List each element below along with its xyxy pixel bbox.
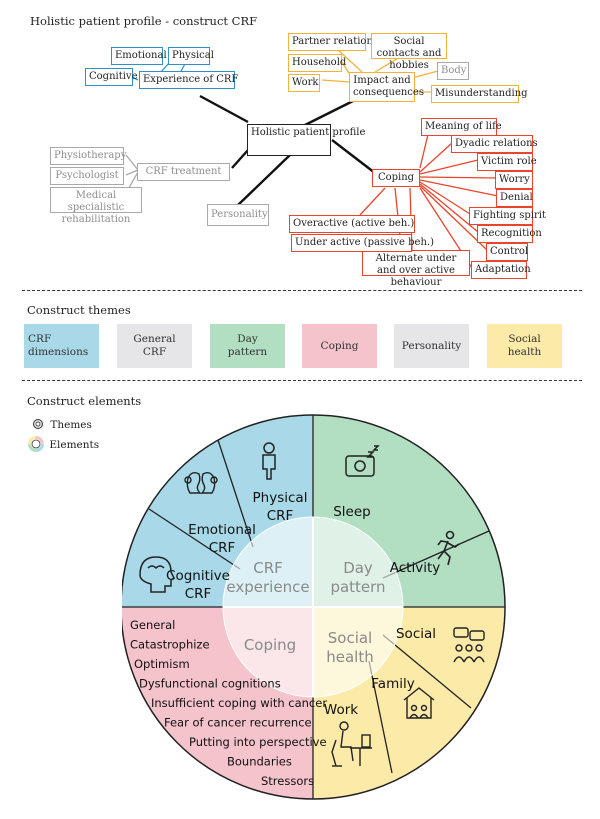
legend-themes: Themes [32,418,92,431]
coping-element-4: Dysfunctional cognitions [139,677,281,691]
impact-partner: Partner relation [288,33,373,51]
inner-coping-label: Coping [244,636,296,654]
themes-heading: Construct themes [27,303,131,317]
inner-crf-label-2: experience [226,578,309,596]
treatment-physio: Physiotherapy [50,147,126,165]
inner-social-label: Social [328,629,372,647]
coping-alternate: Alternate under and over active behaviou… [362,250,470,288]
element-physical-crf: Physical [253,490,308,506]
element-cognitive-crf: Cognitive [166,568,230,584]
personality-node: Personality [207,204,269,226]
coping-element-1: General [130,618,175,632]
group-icon [453,627,485,663]
theme-day-pattern: Day pattern [210,324,285,368]
coping-adaptation: Adaptation [471,261,531,279]
themes-legend-icon [33,419,43,429]
head-icon [139,556,175,593]
coping-fighting: Fighting spirit [469,207,546,225]
person-icon [262,442,276,480]
treatment-node: CRF treatment [137,163,230,181]
element-family: Family [371,676,414,692]
house-family-icon [403,687,435,719]
element-work: Work [324,702,358,718]
coping-denial: Denial [496,189,533,207]
element-social: Social [396,626,436,642]
sleep-icon [345,445,380,477]
element-emotional-crf: Emotional [188,522,256,538]
theme-personality: Personality [394,324,469,368]
coping-element-3: Optimism [134,657,190,671]
theme-social-health: Social health [487,324,562,368]
inner-crf-label: CRF [253,559,283,577]
coping-underactive: Under active (passive beh.) [291,234,434,252]
theme-coping: Coping [302,324,377,368]
coping-recognition: Recognition [477,225,542,243]
coping-node: Coping [372,169,420,187]
desk-worker-icon [331,721,372,767]
profile-title: Holistic patient profile - construct CRF [30,14,258,28]
element-activity: Activity [390,560,441,576]
faces-icon [184,471,218,494]
coping-element-list: GeneralCatastrophizeOptimismDysfunctiona… [130,618,327,788]
experience-node: Experience of CRF [139,71,238,89]
impact-social: Social contacts and hobbies [371,33,447,71]
coping-meaning: Meaning of life [421,118,502,136]
elements-heading: Construct elements [27,394,142,408]
inner-day-label: Day [343,559,373,577]
running-icon [437,530,460,566]
coping-element-6: Fear of cancer recurrence [164,716,312,730]
inner-social-label-2: health [326,648,373,666]
elements-wheel: CRF experience Day pattern Coping Social… [122,414,506,800]
coping-element-7: Putting into perspective [189,735,327,749]
coping-element-9: Stressors [261,774,314,788]
experience-physical: Physical [168,47,214,65]
elements-legend-icon [28,436,44,452]
element-physical-crf-2: CRF [267,508,294,524]
coping-element-5: Insufficient coping with cancer [151,696,327,710]
element-emotional-crf-2: CRF [209,540,236,556]
treatment-psychologist: Psychologist [50,167,124,185]
profile-connectors [125,47,499,269]
coping-overactive: Overactive (active beh.) [289,215,415,233]
impact-household: Household [288,54,346,72]
theme-general-crf: General CRF [117,324,192,368]
impact-misunderstanding: Misunderstanding [431,85,528,103]
treatment-rehab: Medical specialistic rehabilitation [50,187,142,225]
divider-bottom [22,380,582,381]
coping-victim: Victim role [477,153,537,171]
theme-crf-dimensions: CRF dimensions [24,324,99,368]
inner-day-label-2: pattern [330,578,385,596]
impact-node: Impact and consequences [349,72,424,102]
impact-work: Work [288,74,320,92]
profile-center: Holistic patient profile [247,124,365,156]
experience-cognitive: Cognitive [85,68,138,86]
element-sleep: Sleep [333,504,371,520]
coping-worry: Worry [495,171,533,189]
element-cognitive-crf-2: CRF [185,586,212,602]
legend-elements: Elements [28,436,99,452]
experience-emotional: Emotional [111,47,167,65]
impact-body: Body [437,62,469,80]
divider-top [22,290,582,291]
coping-dyadic: Dyadic relations [451,135,538,153]
coping-element-2: Catastrophize [130,638,210,652]
coping-element-8: Boundaries [227,755,292,769]
coping-control: Control [486,243,528,261]
